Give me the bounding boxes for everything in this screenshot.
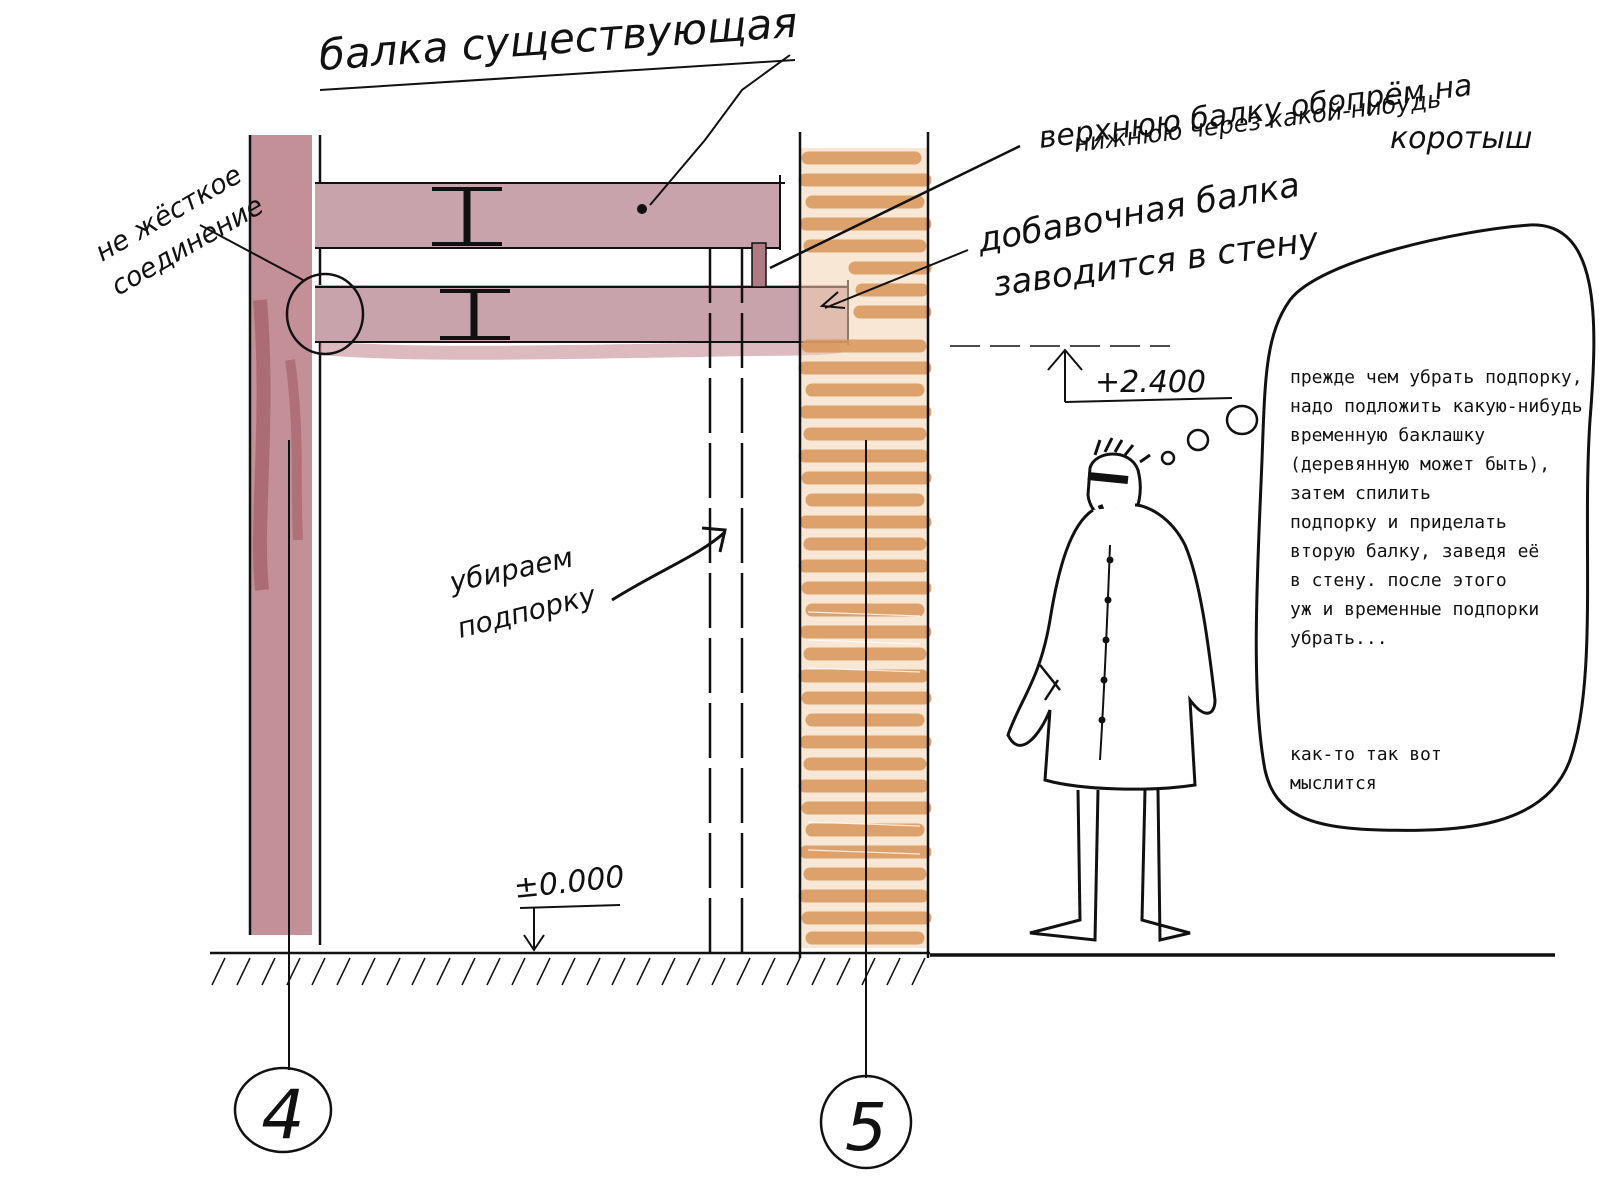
- support-label-line3: коротыш: [1390, 121, 1533, 156]
- man-figure: [1006, 437, 1217, 942]
- existing-beam: [315, 175, 785, 250]
- level-zero-label: ±0.000: [512, 860, 626, 906]
- axis-4-label: 4: [261, 1076, 304, 1155]
- level-top-marker: +2.400: [950, 345, 1233, 403]
- additional-beam: [315, 242, 849, 360]
- thought-bubble: [1160, 223, 1596, 832]
- brick-wall: [798, 132, 932, 958]
- thought-paragraph-2: как-то так вот мыслится: [1290, 744, 1442, 794]
- level-top-label: +2.400: [1095, 365, 1206, 400]
- existing-beam-label: балка существующая: [317, 0, 799, 80]
- level-zero-marker: ±0.000: [512, 860, 626, 952]
- leader-lines: [319, 54, 1021, 602]
- temporary-prop: [708, 248, 744, 955]
- axis-5-label: 5: [845, 1089, 887, 1166]
- axis-4-marker: 4: [233, 440, 333, 1155]
- axis-5-marker: 5: [819, 440, 913, 1170]
- thought-bubble-text: прежде чем убрать подпорку, надо подложи…: [1290, 334, 1600, 827]
- ground-line: [210, 951, 1555, 986]
- thought-paragraph-1: прежде чем убрать подпорку, надо подложи…: [1290, 367, 1583, 649]
- joint-circle: [199, 224, 365, 356]
